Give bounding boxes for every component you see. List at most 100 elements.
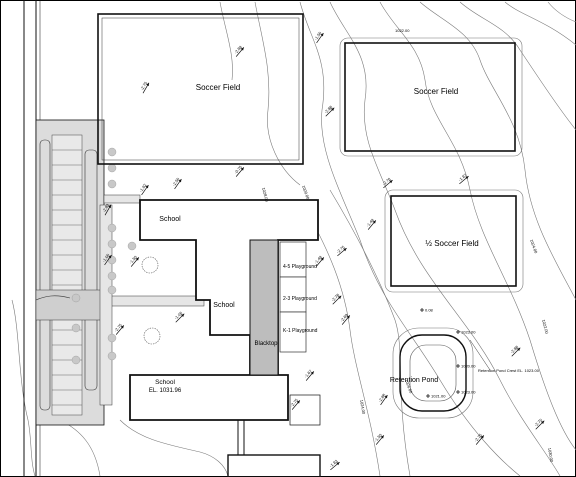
grade-value: -1.06 — [173, 310, 184, 321]
grade-marker: -1.50 — [373, 432, 385, 445]
spot-value: 0.08 — [425, 308, 434, 313]
soccer-field-1 — [97, 13, 304, 165]
contour-label: 1024.00 — [359, 399, 367, 415]
grade-arrowhead — [120, 325, 124, 329]
playground-k1-label: K-1 Playground — [283, 328, 318, 334]
spot-value: 1023.00 — [461, 390, 476, 395]
retention-pond-label: Retention Pond — [390, 377, 438, 384]
grade-marker: -1.87 — [457, 172, 469, 185]
spot-marker — [456, 330, 460, 334]
grade-marker: -2.75 — [139, 80, 150, 94]
contour-label: 1030.00 — [547, 447, 555, 463]
grade-value: -2.78 — [381, 176, 392, 186]
playground-23-label: 2-3 Playground — [283, 296, 317, 302]
soccer-field-1-label: Soccer Field — [196, 83, 240, 92]
grade-markers: -2.88 -2.75 -1.50 -2.88 -0.75 -2.50 -1.92 -2.83… — [101, 30, 545, 471]
grade-arrowhead — [346, 315, 350, 319]
contour-label: 1020.00 — [301, 185, 311, 201]
spot-elevation: 1023.00 — [456, 330, 476, 335]
grade-value: -2.83 — [101, 202, 110, 213]
grade-marker: -1.50 — [313, 30, 324, 44]
grade-marker: -1.67 — [303, 368, 315, 381]
grade-arrowhead — [108, 255, 112, 259]
grade-marker: -2.88 — [377, 392, 388, 406]
grade-value: -1.50 — [373, 432, 383, 443]
grade-arrowhead — [343, 248, 347, 252]
grade-value: -1.92 — [138, 182, 148, 193]
school-north-label: School — [159, 216, 181, 223]
grade-arrowhead — [480, 435, 484, 439]
grade-value: -2.88 — [377, 392, 387, 403]
grade-value: -2.75 — [113, 322, 123, 333]
grade-value: -2.75 — [335, 244, 346, 254]
parking-lot — [35, 119, 105, 426]
grade-arrowhead — [240, 167, 244, 171]
grade-marker: -2.69 — [339, 312, 351, 325]
school-elevation-label: EL. 1031.96 — [149, 388, 182, 394]
grade-value: -1.50 — [128, 254, 138, 265]
grade-marker: -2.75 — [335, 244, 347, 257]
spot-marker — [420, 308, 424, 312]
contour-labels: 1022.00 1020.00 1028.00 1024.00 1026.00 1030.… — [261, 28, 555, 463]
spot-elevation: 0.08 — [420, 308, 434, 313]
grade-arrowhead — [135, 257, 139, 261]
playgrounds — [279, 241, 307, 353]
trees — [71, 147, 137, 365]
grade-value: -1.50 — [313, 30, 323, 41]
grade-arrowhead — [240, 47, 244, 51]
retention-pond-note: Retention Pond Crest EL. 1023.00 — [478, 368, 540, 373]
grade-value: -0.75 — [233, 164, 243, 175]
courtyard-trees — [141, 256, 161, 345]
grade-marker: -1.83 — [328, 458, 340, 471]
grade-marker: -2.75 — [289, 397, 301, 410]
grade-arrowhead — [389, 180, 393, 184]
grade-value: -1.67 — [303, 368, 313, 379]
contour-label: 1022.00 — [395, 28, 410, 33]
grade-value: -1.87 — [457, 172, 468, 182]
grade-value: -1.83 — [328, 458, 339, 468]
retention-pond — [392, 327, 491, 419]
contour-label: 1022.00 — [541, 319, 550, 335]
grade-value: -2.88 — [233, 44, 243, 55]
grade-value: -2.75 — [533, 417, 544, 428]
spot-elevation: 1023.00 — [456, 390, 476, 395]
grade-arrowhead — [296, 400, 300, 404]
grade-marker: -2.50 — [171, 176, 182, 190]
grade-arrowhead — [145, 185, 149, 189]
spot-marker — [426, 394, 430, 398]
contour-label: 1026.00 — [404, 379, 414, 395]
spot-marker — [456, 390, 460, 394]
grade-arrowhead — [178, 179, 182, 183]
grade-arrowhead — [310, 371, 314, 375]
grade-marker: -1.48 — [365, 217, 377, 230]
contour-lines — [11, 1, 576, 477]
grade-marker: -2.83 — [101, 202, 112, 216]
spot-value: 1021.00 — [431, 394, 446, 399]
grade-marker: -2.88 — [233, 44, 245, 57]
grade-value: -2.75 — [139, 80, 148, 91]
grade-marker: -1.00 — [101, 252, 112, 266]
grade-value: -2.50 — [171, 176, 181, 187]
spot-value: 1023.00 — [461, 330, 476, 335]
grade-marker: -2.88 — [323, 104, 335, 117]
grade-marker: -2.78 — [381, 176, 393, 189]
grade-value: -1.48 — [313, 254, 323, 265]
grade-value: -2.78 — [330, 292, 341, 303]
grade-marker: -1.48 — [313, 254, 325, 267]
grade-marker: -2.75 — [113, 322, 125, 335]
spot-value: 1020.00 — [461, 364, 476, 369]
spot-elevation: 1020.00 — [456, 364, 476, 369]
contour-label: 1028.00 — [261, 187, 270, 203]
grade-value: -2.75 — [289, 397, 299, 408]
school-center-label: School — [213, 302, 235, 309]
grade-arrowhead — [384, 395, 388, 399]
grade-marker: -0.75 — [233, 164, 245, 177]
grade-arrowhead — [336, 462, 340, 466]
school-south-label: School — [155, 379, 175, 386]
grade-marker: -2.75 — [473, 432, 485, 445]
grade-value: -1.00 — [101, 252, 111, 263]
grade-arrowhead — [320, 33, 324, 37]
grade-value: -2.88 — [323, 104, 334, 115]
grade-marker: -1.50 — [128, 254, 140, 267]
